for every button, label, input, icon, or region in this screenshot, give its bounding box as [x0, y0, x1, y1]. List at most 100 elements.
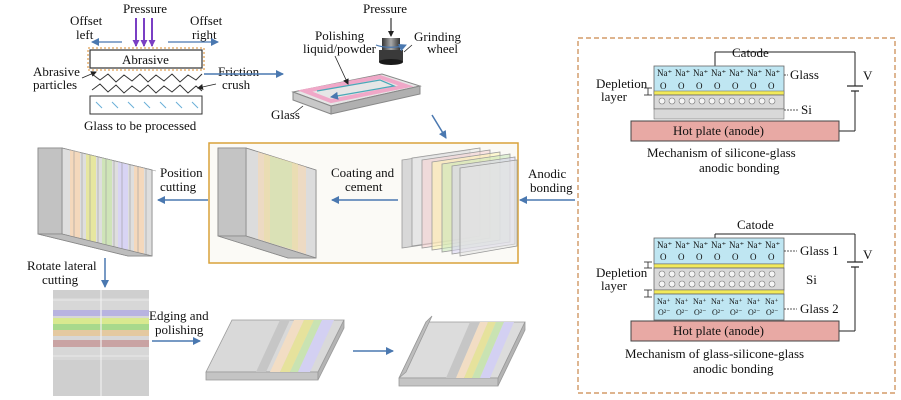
grinding-pressure-label: Pressure	[123, 1, 167, 16]
svg-text:Na⁺: Na⁺	[693, 297, 707, 306]
svg-text:Na⁺: Na⁺	[747, 240, 762, 250]
pressure-arrows	[132, 18, 156, 47]
m2-glass2-layer	[653, 293, 785, 321]
polishing-glass-label: Glass	[271, 107, 300, 122]
svg-text:Na⁺: Na⁺	[765, 297, 779, 306]
svg-text:Na⁺: Na⁺	[675, 68, 690, 78]
m2-depletion-label-1: Depletion	[596, 265, 648, 280]
svg-text:O²⁻: O²⁻	[766, 308, 778, 317]
anodic-bonding-label-2: bonding	[530, 180, 573, 195]
svg-text:O²⁻: O²⁻	[676, 308, 688, 317]
svg-text:O: O	[750, 81, 757, 91]
grinding-wheel-spindle	[382, 38, 400, 50]
arrow-polishing-to-coating	[431, 114, 447, 139]
m2-o-row: O O O O O O O	[660, 252, 775, 262]
svg-text:O²⁻: O²⁻	[694, 308, 706, 317]
svg-text:O: O	[714, 81, 721, 91]
svg-text:Na⁺: Na⁺	[747, 68, 762, 78]
svg-text:Na⁺: Na⁺	[729, 240, 744, 250]
m1-si-atoms	[658, 97, 776, 105]
svg-text:O: O	[732, 81, 739, 91]
edging-polishing-label-1: Edging and	[149, 308, 209, 323]
svg-text:O: O	[660, 252, 667, 262]
rotate-cutting-label-2: cutting	[42, 272, 79, 287]
m2-catode-label: Catode	[737, 217, 774, 232]
mechanism-silicone-glass: Catode V Na⁺ Na⁺ Na⁺ Na⁺ Na⁺ Na⁺ Na⁺ O O…	[596, 45, 873, 175]
abrasive-particles-label-1: Abrasive	[33, 64, 80, 79]
svg-text:O: O	[768, 252, 775, 262]
lateral-slice	[53, 290, 149, 396]
m1-depletion-label-2: layer	[601, 89, 628, 104]
svg-text:O²⁻: O²⁻	[658, 308, 670, 317]
polishing-pressure-label: Pressure	[363, 1, 407, 16]
svg-text:Na⁺: Na⁺	[711, 240, 726, 250]
cut-slices-block	[37, 147, 157, 257]
m2-si-label: Si	[806, 272, 817, 287]
svg-text:O: O	[696, 252, 703, 262]
svg-text:Na⁺: Na⁺	[693, 68, 708, 78]
grinding-wheel	[379, 50, 403, 62]
svg-text:Na⁺: Na⁺	[765, 240, 780, 250]
friction-zone	[91, 73, 203, 83]
abrasive-particles-label-2: particles	[33, 77, 77, 92]
offset-left-label-1: Offset	[70, 13, 103, 28]
m1-hot-plate-label: Hot plate (anode)	[673, 123, 764, 138]
edging-polishing-label-2: polishing	[155, 322, 204, 337]
abrasive-label: Abrasive	[122, 52, 169, 67]
m2-na-row: Na⁺ Na⁺ Na⁺ Na⁺ Na⁺ Na⁺ Na⁺	[657, 240, 780, 250]
friction-crush-label-2: crush	[222, 77, 251, 92]
svg-text:Na⁺: Na⁺	[747, 297, 761, 306]
svg-text:O²⁻: O²⁻	[712, 308, 724, 317]
exploded-glass-stack	[401, 147, 518, 257]
m1-bond-layer	[653, 90, 785, 96]
svg-text:O: O	[678, 252, 685, 262]
offset-left-label-2: left	[76, 27, 94, 42]
m1-caption-1: Mechanism of silicone-glass	[647, 145, 796, 160]
m1-glass-layer	[653, 65, 785, 95]
m2-o-row-2: O²⁻ O²⁻ O²⁻ O²⁻ O²⁻ O²⁻ O²⁻	[658, 308, 778, 317]
coating-cement-label-2: cement	[345, 179, 383, 194]
m2-glass2-label: Glass 2	[800, 301, 839, 316]
final-prism	[398, 315, 526, 387]
coating-cement-label-1: Coating and	[331, 165, 395, 180]
m1-hot-plate	[630, 120, 840, 142]
m1-voltage-label: V	[863, 68, 873, 83]
mechanism-glass-silicone-glass: Catode V Na⁺ Na⁺ Na⁺ Na⁺ Na⁺ Na⁺ Na⁺ O O…	[596, 217, 873, 376]
svg-text:O: O	[768, 81, 775, 91]
svg-text:O: O	[678, 81, 685, 91]
svg-text:O²⁻: O²⁻	[748, 308, 760, 317]
m2-hot-plate	[630, 320, 840, 342]
m2-glass1-label: Glass 1	[800, 243, 839, 258]
svg-text:Na⁺: Na⁺	[729, 68, 744, 78]
svg-text:Na⁺: Na⁺	[711, 297, 725, 306]
polishing-liquid-label-2: liquid/powder	[303, 41, 377, 56]
m2-voltage-label: V	[863, 247, 873, 262]
anodic-bonding-label-1: Anodic	[528, 166, 567, 181]
svg-text:O: O	[714, 252, 721, 262]
svg-text:O: O	[696, 81, 703, 91]
m2-caption-2: anodic bonding	[693, 361, 774, 376]
polishing-liquid-label-1: Polishing	[315, 28, 365, 43]
bonded-glass-block	[217, 147, 317, 259]
grinding-wheel-label-1: Grinding	[414, 29, 461, 44]
m2-hot-plate-label: Hot plate (anode)	[673, 323, 764, 338]
grinding-wheel-label-2: wheel	[427, 41, 458, 56]
glass-to-be-processed-block	[89, 95, 203, 115]
friction-crush-label-1: Friction	[218, 64, 260, 79]
svg-text:Na⁺: Na⁺	[657, 297, 671, 306]
abrasive-block	[89, 49, 203, 69]
m2-depletion-label-2: layer	[601, 278, 628, 293]
svg-text:O: O	[732, 252, 739, 262]
m1-caption-2: anodic bonding	[699, 160, 780, 175]
svg-text:O: O	[660, 81, 667, 91]
svg-text:Na⁺: Na⁺	[729, 297, 743, 306]
coating-cement-frame: Coating and cement	[208, 142, 519, 264]
offset-right-label-1: Offset	[190, 13, 223, 28]
polishing-liquid-path	[297, 74, 414, 104]
m2-si-atoms	[658, 270, 776, 288]
grinding-mechanism: Pressure Offset left Offset right Abrasi…	[33, 1, 260, 133]
rotate-cutting-label-1: Rotate lateral	[27, 258, 97, 273]
svg-text:Na⁺: Na⁺	[765, 68, 780, 78]
svg-text:O²⁻: O²⁻	[730, 308, 742, 317]
